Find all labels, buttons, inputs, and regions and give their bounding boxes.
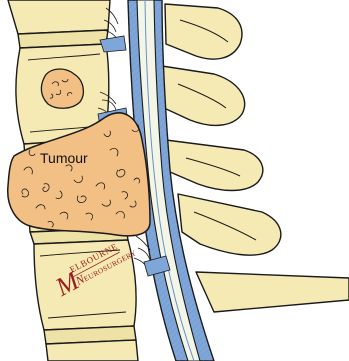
posterior-elements — [162, 4, 349, 312]
spinous-process-2 — [162, 66, 245, 125]
spinous-process-3 — [166, 140, 263, 191]
vertebral-body-1 — [8, 0, 110, 34]
spinous-process-4 — [178, 194, 281, 255]
tumour-label: Tumour — [40, 150, 88, 166]
spinous-process-5 — [196, 272, 349, 312]
vertebral-body-5 — [46, 340, 138, 361]
spinous-process-1 — [165, 4, 242, 59]
